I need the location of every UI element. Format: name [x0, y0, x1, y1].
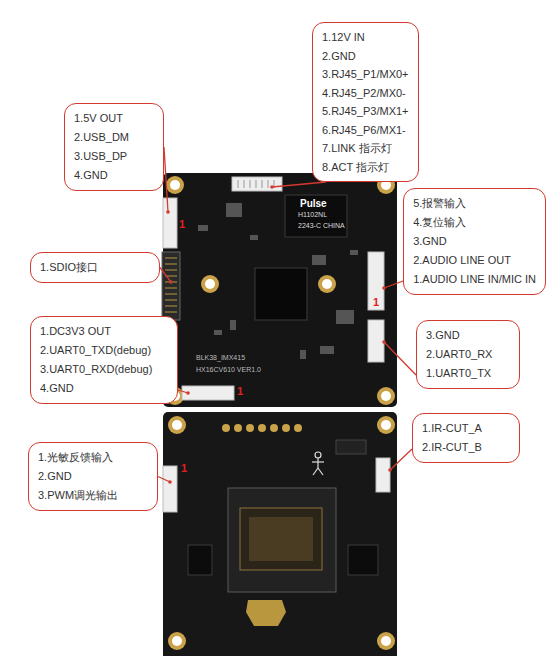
pin1-marker: 1 [237, 385, 243, 397]
leader-line [390, 449, 412, 470]
pin-callout: 1.DC3V3 OUT2.UART0_TXD(debug)3.UART0_RXD… [30, 316, 178, 404]
pin-callout: 1.IR-CUT_A2.IR-CUT_B [412, 413, 520, 463]
connector-debug [182, 386, 234, 400]
silkscreen-text: 2243-C CHINA [298, 222, 345, 230]
silkscreen-text: BLK38_IMX415 [196, 354, 245, 362]
leader-end [168, 480, 172, 484]
leader-end [186, 391, 190, 395]
pin-text: 8.ACT 指示灯 [322, 158, 409, 177]
pin-text: 1.UART0_TX [426, 364, 510, 383]
pin-text: 4.RJ45_P2/MX0- [322, 84, 409, 103]
pin-text: 3.PWM调光输出 [38, 486, 148, 505]
pin-text: 2.GND [38, 467, 148, 486]
connector-ircut [376, 458, 390, 492]
pin-callout: 1.5V OUT2.USB_DM3.USB_DP4.GND [64, 103, 164, 191]
leader-end [166, 210, 170, 214]
person-icon [312, 452, 324, 475]
connector-audio [368, 252, 384, 310]
pin-text: 2.UART0_TXD(debug) [40, 341, 168, 360]
pin-text: 2.USB_DM [74, 128, 154, 147]
leader-end [382, 286, 386, 290]
pin1-marker: 1 [373, 296, 379, 308]
silkscreen-text: Pulse [300, 198, 327, 209]
pin-text: 7.LINK 指示灯 [322, 139, 409, 158]
leader-line [158, 477, 170, 483]
leader-line [384, 342, 416, 375]
pin-text: 1.5V OUT [74, 109, 154, 128]
leader-end [169, 280, 173, 284]
pin-text: 3.USB_DP [74, 147, 154, 166]
gold-pad [246, 600, 286, 626]
connector-8pin [232, 177, 282, 191]
soc-chip [255, 268, 307, 320]
leader-end [382, 340, 386, 344]
silkscreen-text: HX16CV610 VER1.0 [196, 366, 261, 374]
pin-callout: 3.GND2.UART0_RX1.UART0_TX [416, 320, 520, 389]
pin-callout: 5.报警输入4.复位输入3.GND2.AUDIO LINE OUT1.AUDIO… [403, 188, 546, 295]
pin-callout: 1.12V IN2.GND3.RJ45_P1/MX0+4.RJ45_P2/MX0… [312, 22, 419, 182]
pin1-marker: 1 [181, 462, 187, 474]
silkscreen-text: H1102NL [298, 211, 327, 219]
pin-text: 4.复位输入 [413, 213, 536, 232]
pin-text: 3.UART0_RXD(debug) [40, 360, 168, 379]
pin-text: 6.RJ45_P6/MX1- [322, 121, 409, 140]
pin-text: 5.报警输入 [413, 194, 536, 213]
sdio-fpc [162, 252, 180, 320]
pin-text: 1.DC3V3 OUT [40, 322, 168, 341]
leader-end [388, 468, 392, 472]
pin-text: 5.RJ45_P3/MX1+ [322, 102, 409, 121]
pcb-bottom [163, 412, 397, 656]
connector-uart [368, 320, 384, 362]
pin-text: 2.AUDIO LINE OUT [413, 251, 536, 270]
pin-text: 2.IR-CUT_B [422, 438, 510, 457]
leader-line [384, 281, 403, 288]
pin-text: 1.12V IN [322, 28, 409, 47]
pin-text: 3.RJ45_P1/MX0+ [322, 65, 409, 84]
pin-text: 2.GND [322, 47, 409, 66]
mount-holes [166, 176, 395, 405]
pin-text: 3.GND [413, 232, 536, 251]
leader-line [272, 182, 326, 187]
pin-text: 1.AUDIO LINE IN/MIC IN [413, 270, 536, 289]
pin-text: 2.UART0_RX [426, 345, 510, 364]
image-sensor [240, 508, 322, 570]
pin-text: 1.SDIO接口 [40, 258, 150, 277]
leader-end [270, 185, 274, 189]
leader-line [164, 147, 168, 212]
pcb-top [163, 173, 397, 407]
sensor-frame [228, 488, 336, 592]
pin-text: 3.GND [426, 326, 510, 345]
pin-text: 1.IR-CUT_A [422, 419, 510, 438]
components [198, 203, 358, 359]
pin-callout: 1.光敏反馈输入2.GND3.PWM调光输出 [28, 442, 158, 511]
pin-text: 4.GND [74, 166, 154, 185]
pin-text: 1.光敏反馈输入 [38, 448, 148, 467]
connector-usb [163, 198, 177, 248]
pin-callout: 1.SDIO接口 [30, 252, 160, 283]
pin-text: 4.GND [40, 379, 168, 398]
transformer [285, 195, 347, 237]
leader-line [160, 268, 171, 283]
connector-light [163, 466, 177, 512]
pin1-marker: 1 [179, 218, 185, 230]
